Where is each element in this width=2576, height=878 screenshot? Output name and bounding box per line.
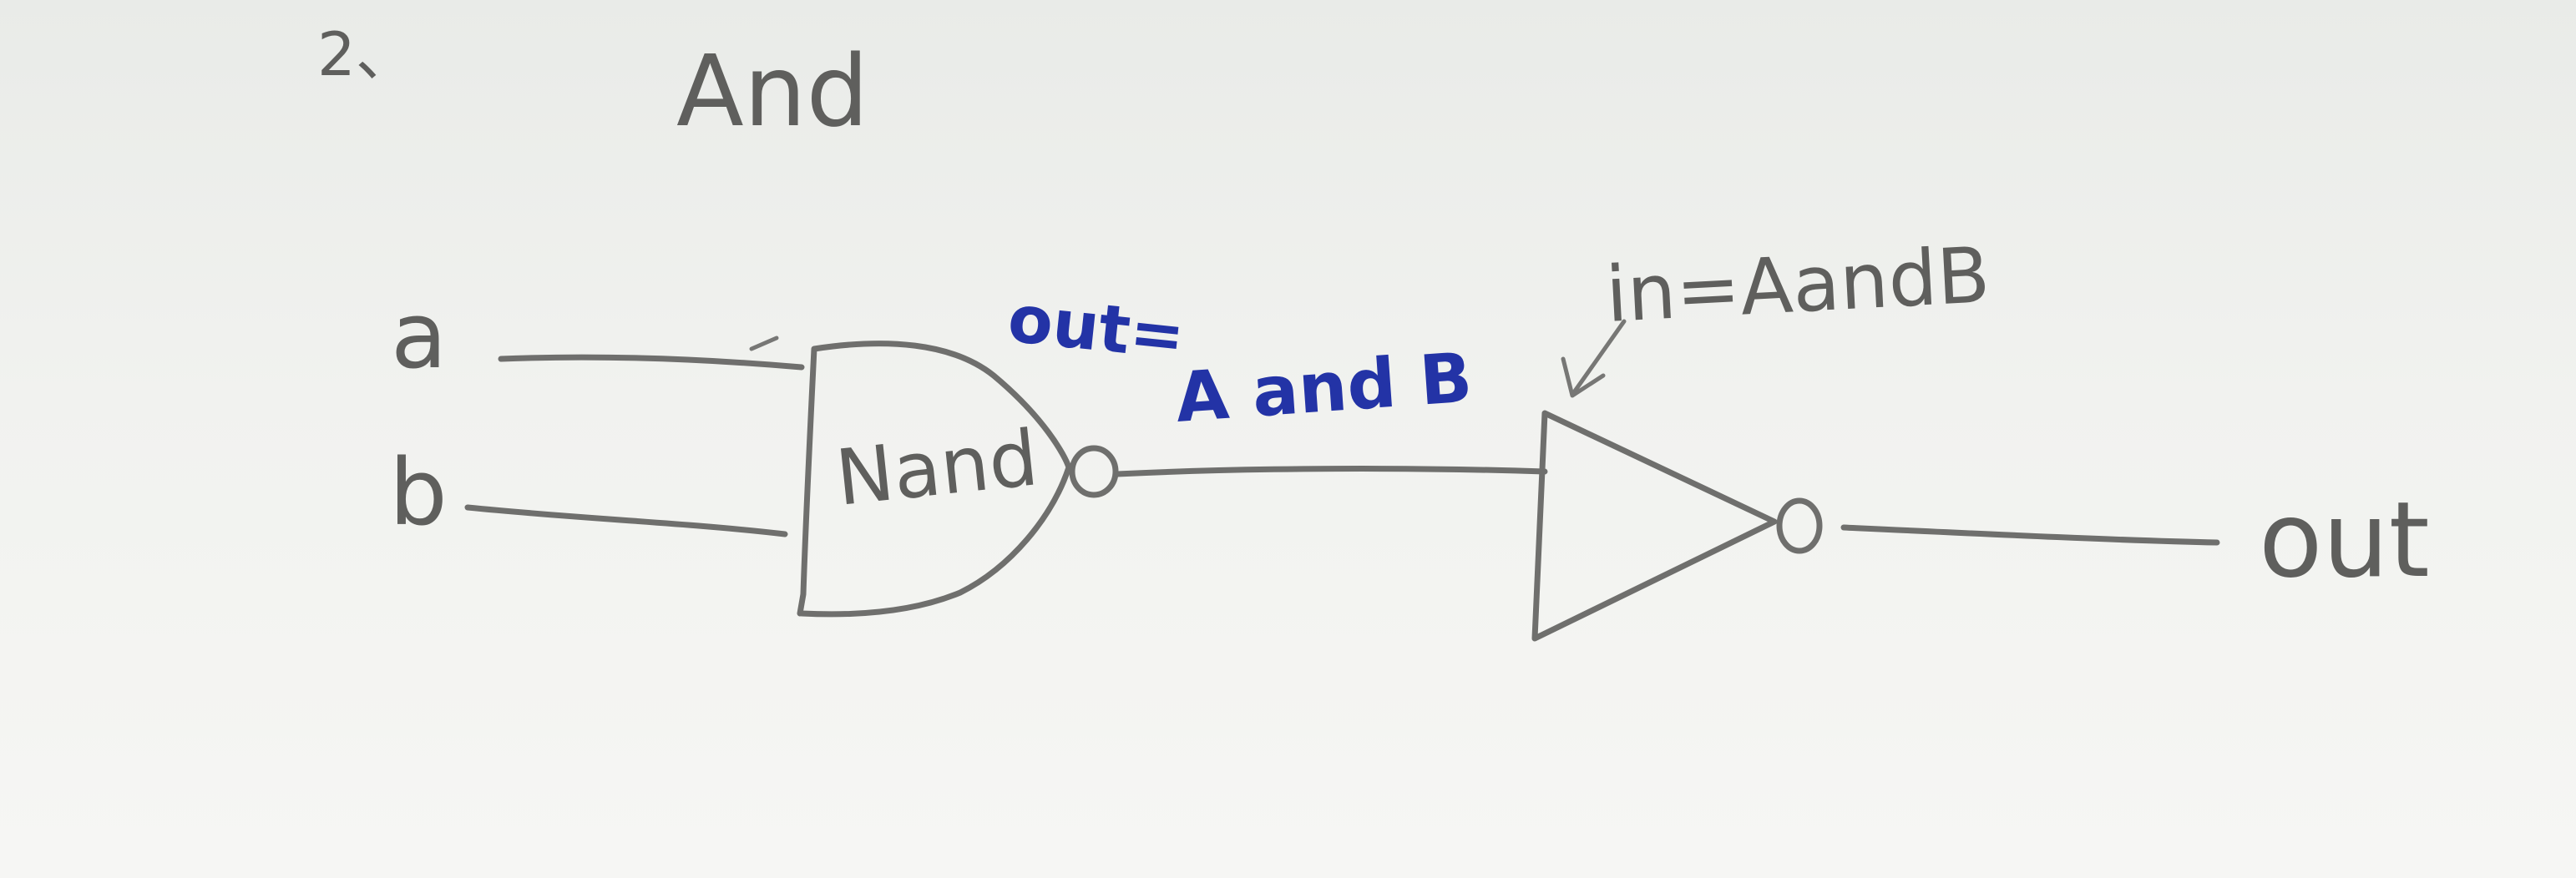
wire-b: [464, 504, 788, 537]
diagram-title: And: [676, 33, 868, 149]
output-label: out: [2259, 480, 2430, 601]
input-label-b: b: [389, 439, 448, 546]
wire-a: [498, 354, 805, 371]
wire-output: [1840, 524, 2220, 546]
nand-output-annotation-value: A and B: [1173, 338, 1475, 438]
annotation-arrowhead: [1561, 356, 1606, 398]
wire-a-tick: [749, 336, 779, 351]
not-gate-body: [1531, 410, 1778, 642]
input-label-a: a: [391, 282, 447, 389]
wire-nand-to-not: [1114, 466, 1548, 477]
nand-output-annotation-prefix: out=: [1005, 281, 1188, 375]
problem-number: 2、: [317, 19, 416, 89]
nand-bubble: [1069, 445, 1119, 498]
nand-gate-body: [797, 341, 1072, 618]
nand-gate-label: Nand: [832, 413, 1042, 523]
not-bubble: [1776, 497, 1823, 554]
annotation-arrow: [1571, 319, 1627, 395]
not-input-annotation: in=AandB: [1604, 230, 1992, 340]
